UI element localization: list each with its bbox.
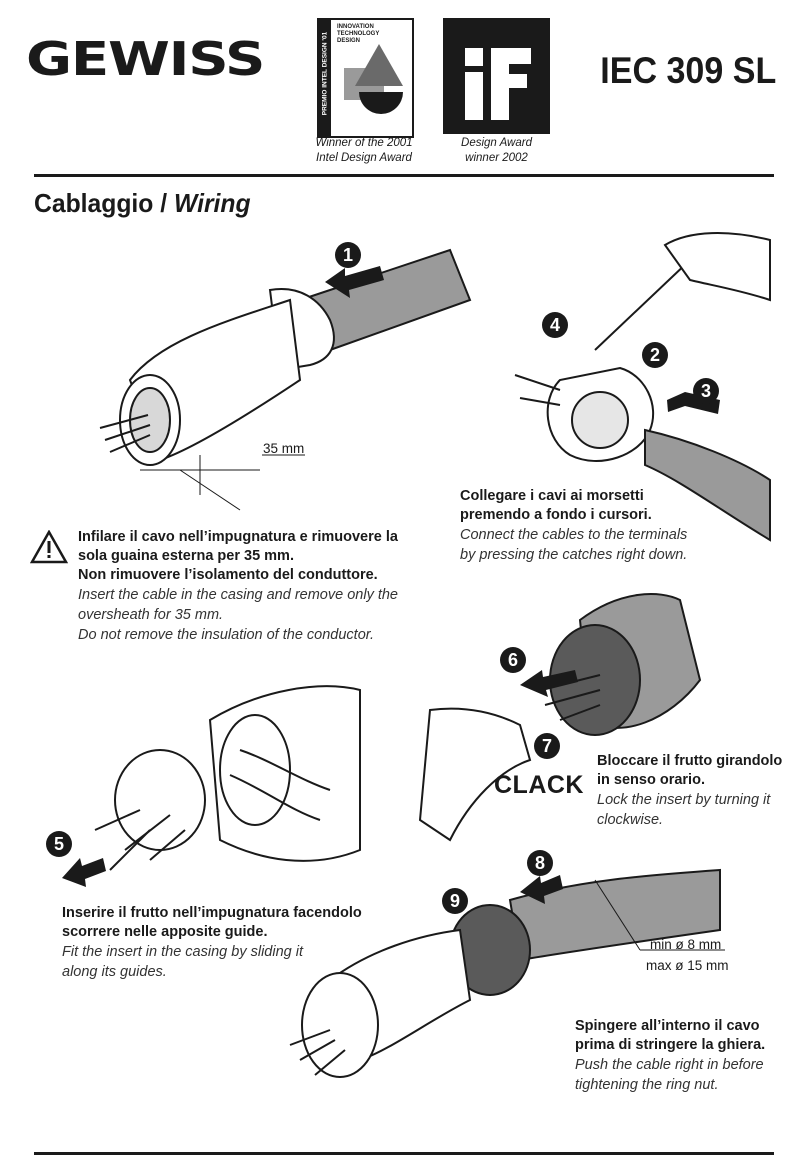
strip-instructions: Infilare il cavo nell’impugnatura e rimu… [78, 528, 408, 645]
step-badge-8: 8 [527, 850, 553, 876]
if-logo-graphic [465, 48, 531, 120]
strip-en-line3: Do not remove the insulation of the cond… [78, 627, 375, 643]
push-en-line2: tightening the ring nut. [575, 1077, 719, 1093]
step-badge-4: 4 [542, 312, 568, 338]
illustration-tighten-ring [289, 868, 725, 1078]
min-diameter-label: min ø 8 mm [650, 937, 722, 952]
lock-en-line2: clockwise. [597, 812, 664, 828]
lock-instructions: Bloccare il frutto girandolo in senso or… [597, 752, 797, 830]
step-badge-5: 5 [46, 831, 72, 857]
insert-instructions: Inserire il frutto nell’impugnatura face… [62, 904, 382, 982]
direction-arrow-icon [62, 858, 106, 887]
strip-en-line1: Insert the cable in the casing and remov… [78, 587, 398, 603]
intel-award-badge: PREMIO INTEL DESIGN '01 INNOVATION TECHN… [317, 18, 414, 138]
intel-award-graphic [319, 20, 403, 136]
insert-it-line2: scorrere nelle apposite guide. [62, 924, 268, 940]
strip-it-line2: sola guaina esterna per 35 mm. [78, 548, 294, 564]
illustration-strip-cable [99, 248, 472, 511]
warning-triangle-icon [30, 530, 68, 564]
header-divider [34, 174, 774, 177]
insert-en-line1: Fit the insert in the casing by sliding … [62, 944, 303, 960]
step-badge-2: 2 [642, 342, 668, 368]
strip-it-line1: Infilare il cavo nell’impugnatura e rimu… [78, 529, 398, 545]
step-badge-3: 3 [693, 378, 719, 404]
insert-it-line1: Inserire il frutto nell’impugnatura face… [62, 905, 362, 921]
max-diameter-label: max ø 15 mm [646, 958, 729, 973]
if-award-badge: iF [443, 18, 550, 134]
clack-sound-label: CLACK [494, 771, 584, 799]
if-award-caption: Design Award winner 2002 [461, 137, 532, 164]
connect-en-line1: Connect the cables to the terminals [460, 527, 688, 543]
direction-arrow-icon [520, 875, 563, 904]
strip-it-line3: Non rimuovere l’isolamento del conduttor… [78, 567, 378, 583]
section-title: Cablaggio / Wiring [34, 188, 251, 219]
lock-it-line2: in senso orario. [597, 772, 705, 788]
connect-it-line2: premendo a fondo i cursori. [460, 507, 652, 523]
lock-it-line1: Bloccare il frutto girandolo [597, 753, 783, 769]
strip-length-label: 35 mm [263, 441, 305, 456]
insert-en-line2: along its guides. [62, 964, 167, 980]
direction-arrow-icon [520, 670, 578, 697]
lock-en-line1: Lock the insert by turning it [597, 792, 771, 808]
section-title-en: Wiring [173, 188, 251, 218]
connect-en-line2: by pressing the catches right down. [460, 547, 688, 563]
push-en-line1: Push the cable right in before [575, 1057, 764, 1073]
push-it-line1: Spingere all’interno il cavo [575, 1018, 760, 1034]
step-badge-9: 9 [442, 888, 468, 914]
intel-award-badge-text: INNOVATION TECHNOLOGY DESIGN [337, 24, 380, 44]
strip-en-line2: oversheath for 35 mm. [78, 607, 224, 623]
step-badge-1: 1 [335, 242, 361, 268]
step-badge-6: 6 [500, 647, 526, 673]
product-code: IEC 309 SL [600, 50, 776, 91]
illustration-connect-terminals [514, 232, 771, 542]
step-badge-7: 7 [534, 733, 560, 759]
push-instructions: Spingere all’interno il cavo prima di st… [575, 1017, 775, 1095]
footer-divider [34, 1152, 774, 1155]
gewiss-logo: GEWISS [26, 32, 265, 86]
connect-it-line1: Collegare i cavi ai morsetti [460, 488, 644, 504]
section-title-it: Cablaggio / [34, 188, 168, 218]
push-it-line2: prima di stringere la ghiera. [575, 1037, 766, 1053]
illustration-fit-insert [94, 685, 361, 871]
direction-arrow-icon [325, 266, 384, 298]
intel-award-caption: Winner of the 2001 Intel Design Award [315, 137, 413, 164]
connect-instructions: Collegare i cavi ai morsetti premendo a … [460, 487, 760, 565]
